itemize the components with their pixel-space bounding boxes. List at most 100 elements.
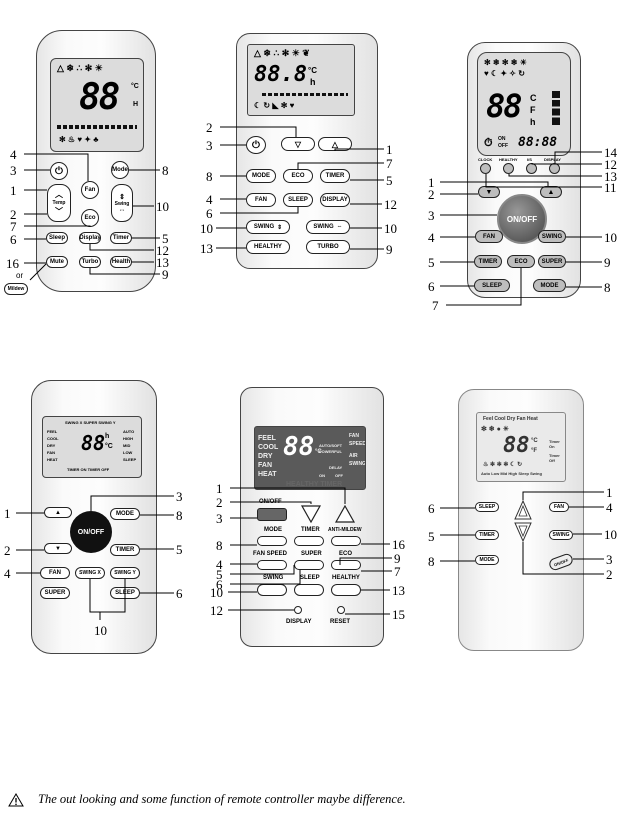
triangle-down-icon bbox=[514, 522, 532, 542]
swingy-button[interactable]: SWING Y bbox=[110, 567, 140, 579]
fan-button[interactable]: Fan bbox=[81, 181, 99, 199]
reset-label: RESET bbox=[330, 619, 351, 625]
sleep-button[interactable]: Sleep bbox=[46, 232, 68, 244]
mode-button[interactable]: MODE bbox=[533, 279, 566, 292]
clock-button[interactable] bbox=[480, 163, 491, 174]
chevron-down-icon: ﹀ bbox=[55, 207, 63, 216]
swingx-button[interactable]: SWING X bbox=[75, 567, 105, 579]
temp-down-button[interactable]: ▼ bbox=[44, 543, 72, 554]
display-button[interactable]: Display bbox=[79, 232, 101, 244]
temp-button[interactable]: ︿Temp﹀ bbox=[47, 184, 71, 222]
healthy-button[interactable] bbox=[331, 584, 361, 596]
triangle-down-icon: ▽ bbox=[294, 139, 302, 149]
timer-button[interactable] bbox=[294, 536, 324, 546]
sleep-button[interactable] bbox=[294, 584, 324, 596]
fanspeed-button[interactable] bbox=[257, 560, 287, 570]
r4-callout-4: 4 bbox=[4, 566, 11, 581]
timer-button[interactable]: Timer bbox=[110, 232, 132, 244]
timer-button[interactable]: TIMER bbox=[475, 530, 499, 540]
swing-button[interactable]: ⇕Swing⇔ bbox=[111, 184, 133, 222]
notice: The out looking and some function of rem… bbox=[8, 792, 406, 807]
mode-button[interactable]: MODE bbox=[246, 169, 276, 183]
mode-button[interactable]: MODE bbox=[110, 508, 140, 520]
onoff-button[interactable]: ON/OFF bbox=[70, 511, 112, 553]
fan-button[interactable]: FAN bbox=[40, 567, 70, 579]
temp-up-button[interactable] bbox=[514, 500, 532, 520]
sleep-button[interactable]: SLEEP bbox=[474, 279, 510, 292]
super-button[interactable]: SUPER bbox=[40, 587, 70, 599]
r5-callout-15: 15 bbox=[392, 607, 405, 622]
fan-button[interactable]: FAN bbox=[549, 502, 569, 512]
lcd-digits: 88 bbox=[283, 432, 315, 462]
temp-up-button[interactable]: ▲ bbox=[44, 507, 72, 518]
lcd-powerful: POWERFUL bbox=[319, 449, 342, 454]
r4-callout-10: 10 bbox=[94, 623, 107, 638]
swing-button[interactable]: SWING bbox=[549, 530, 573, 540]
antimildew-label: ANTI-MILDEW bbox=[328, 527, 362, 533]
turbo-button[interactable]: TURBO bbox=[306, 240, 350, 254]
status-icons: ♥ ☾ ✦ ✧ ↻ bbox=[484, 69, 525, 78]
eco-button[interactable] bbox=[331, 560, 361, 570]
fan-button[interactable]: FAN bbox=[246, 193, 276, 207]
up-button[interactable] bbox=[334, 504, 356, 524]
lcd-digits: 88 bbox=[81, 431, 106, 455]
timer-button[interactable]: TIMER bbox=[474, 255, 502, 268]
down-button[interactable] bbox=[300, 504, 322, 524]
r6-callout-3: 3 bbox=[606, 552, 613, 567]
lcd-auto: AUTO/SOFT bbox=[319, 443, 343, 448]
mode-button[interactable]: MODE bbox=[475, 555, 499, 565]
reset-button[interactable] bbox=[337, 606, 345, 614]
lcd-unit-c: C bbox=[530, 93, 537, 103]
eco-button[interactable]: ECO bbox=[507, 255, 535, 268]
sleep-button[interactable]: SLEEP bbox=[475, 502, 499, 512]
r4-callout-6: 6 bbox=[176, 586, 183, 601]
status-icons: ☾ ↻ ◣ ✻ ♥ bbox=[254, 101, 295, 110]
swing-updown-button[interactable]: SWING⇕ bbox=[246, 220, 290, 234]
swing-button[interactable]: SWING bbox=[538, 230, 566, 243]
lcd-unit-h: h bbox=[105, 433, 110, 440]
swing-lr-button[interactable]: SWING⇔ bbox=[306, 220, 350, 234]
lcd-right-2: MID bbox=[123, 443, 131, 448]
timer-button[interactable]: TIMER bbox=[110, 544, 140, 556]
healthy-button[interactable] bbox=[503, 163, 514, 174]
timer-button[interactable]: TIMER bbox=[320, 169, 350, 183]
health-button[interactable]: Health bbox=[110, 256, 132, 268]
mute-button[interactable]: Mute bbox=[46, 256, 68, 268]
onoff-button[interactable] bbox=[257, 508, 287, 521]
eco-button[interactable]: Eco bbox=[81, 209, 99, 227]
r3-callout-11: 11 bbox=[604, 180, 617, 195]
power-button[interactable]: ⏻ bbox=[50, 162, 68, 180]
display-button[interactable]: DISPLAY bbox=[320, 193, 350, 207]
remote-3-lcd: ✻ ❄ ✻ ❄ ☀ ♥ ☾ ✦ ✧ ↻ 88 C F h ⏱ ON OFF 88… bbox=[477, 52, 571, 156]
lcd-unit-h: H bbox=[133, 101, 139, 108]
fan-button[interactable]: FAN bbox=[475, 230, 503, 243]
antimildew-button[interactable] bbox=[331, 536, 361, 546]
mode-label: MODE bbox=[264, 527, 282, 533]
r6-callout-2: 2 bbox=[606, 567, 613, 582]
mildew-button[interactable]: Mildew bbox=[4, 283, 28, 295]
r6-callout-8: 8 bbox=[428, 554, 435, 569]
display-button[interactable] bbox=[294, 606, 302, 614]
lcd-right-0: AUTO bbox=[123, 429, 135, 434]
lcd-left-0: FEEL bbox=[258, 435, 276, 442]
temp-down-button[interactable] bbox=[514, 522, 532, 542]
super-button[interactable]: SUPER bbox=[538, 255, 566, 268]
r2-callout-12: 12 bbox=[384, 197, 397, 212]
temp-down-button[interactable]: ▽ bbox=[281, 137, 315, 151]
sleep-button[interactable]: SLEEP bbox=[283, 193, 313, 207]
mode-icons: ✻ ❄ ● ☀ bbox=[481, 426, 510, 433]
status-icons: ♨ ✻ ✻ ✻ ☾ ↻ bbox=[483, 462, 523, 468]
r2-callout-4: 4 bbox=[206, 192, 213, 207]
turbo-button[interactable]: Turbo bbox=[79, 256, 101, 268]
power-button[interactable]: ⏻ bbox=[246, 136, 266, 154]
mode-button[interactable]: Mode bbox=[111, 161, 129, 179]
mode-button[interactable] bbox=[257, 536, 287, 546]
lcd-digits: 88 bbox=[79, 77, 120, 118]
healthy-button[interactable]: HEALTHY bbox=[246, 240, 290, 254]
lcd-right-4: SLEEP bbox=[123, 457, 137, 462]
swing-lr-icon: ⇔ bbox=[118, 206, 126, 214]
lcd-unit-c: °C bbox=[531, 438, 538, 444]
notice-text: The out looking and some function of rem… bbox=[38, 792, 406, 806]
eco-button[interactable]: ECO bbox=[283, 169, 313, 183]
